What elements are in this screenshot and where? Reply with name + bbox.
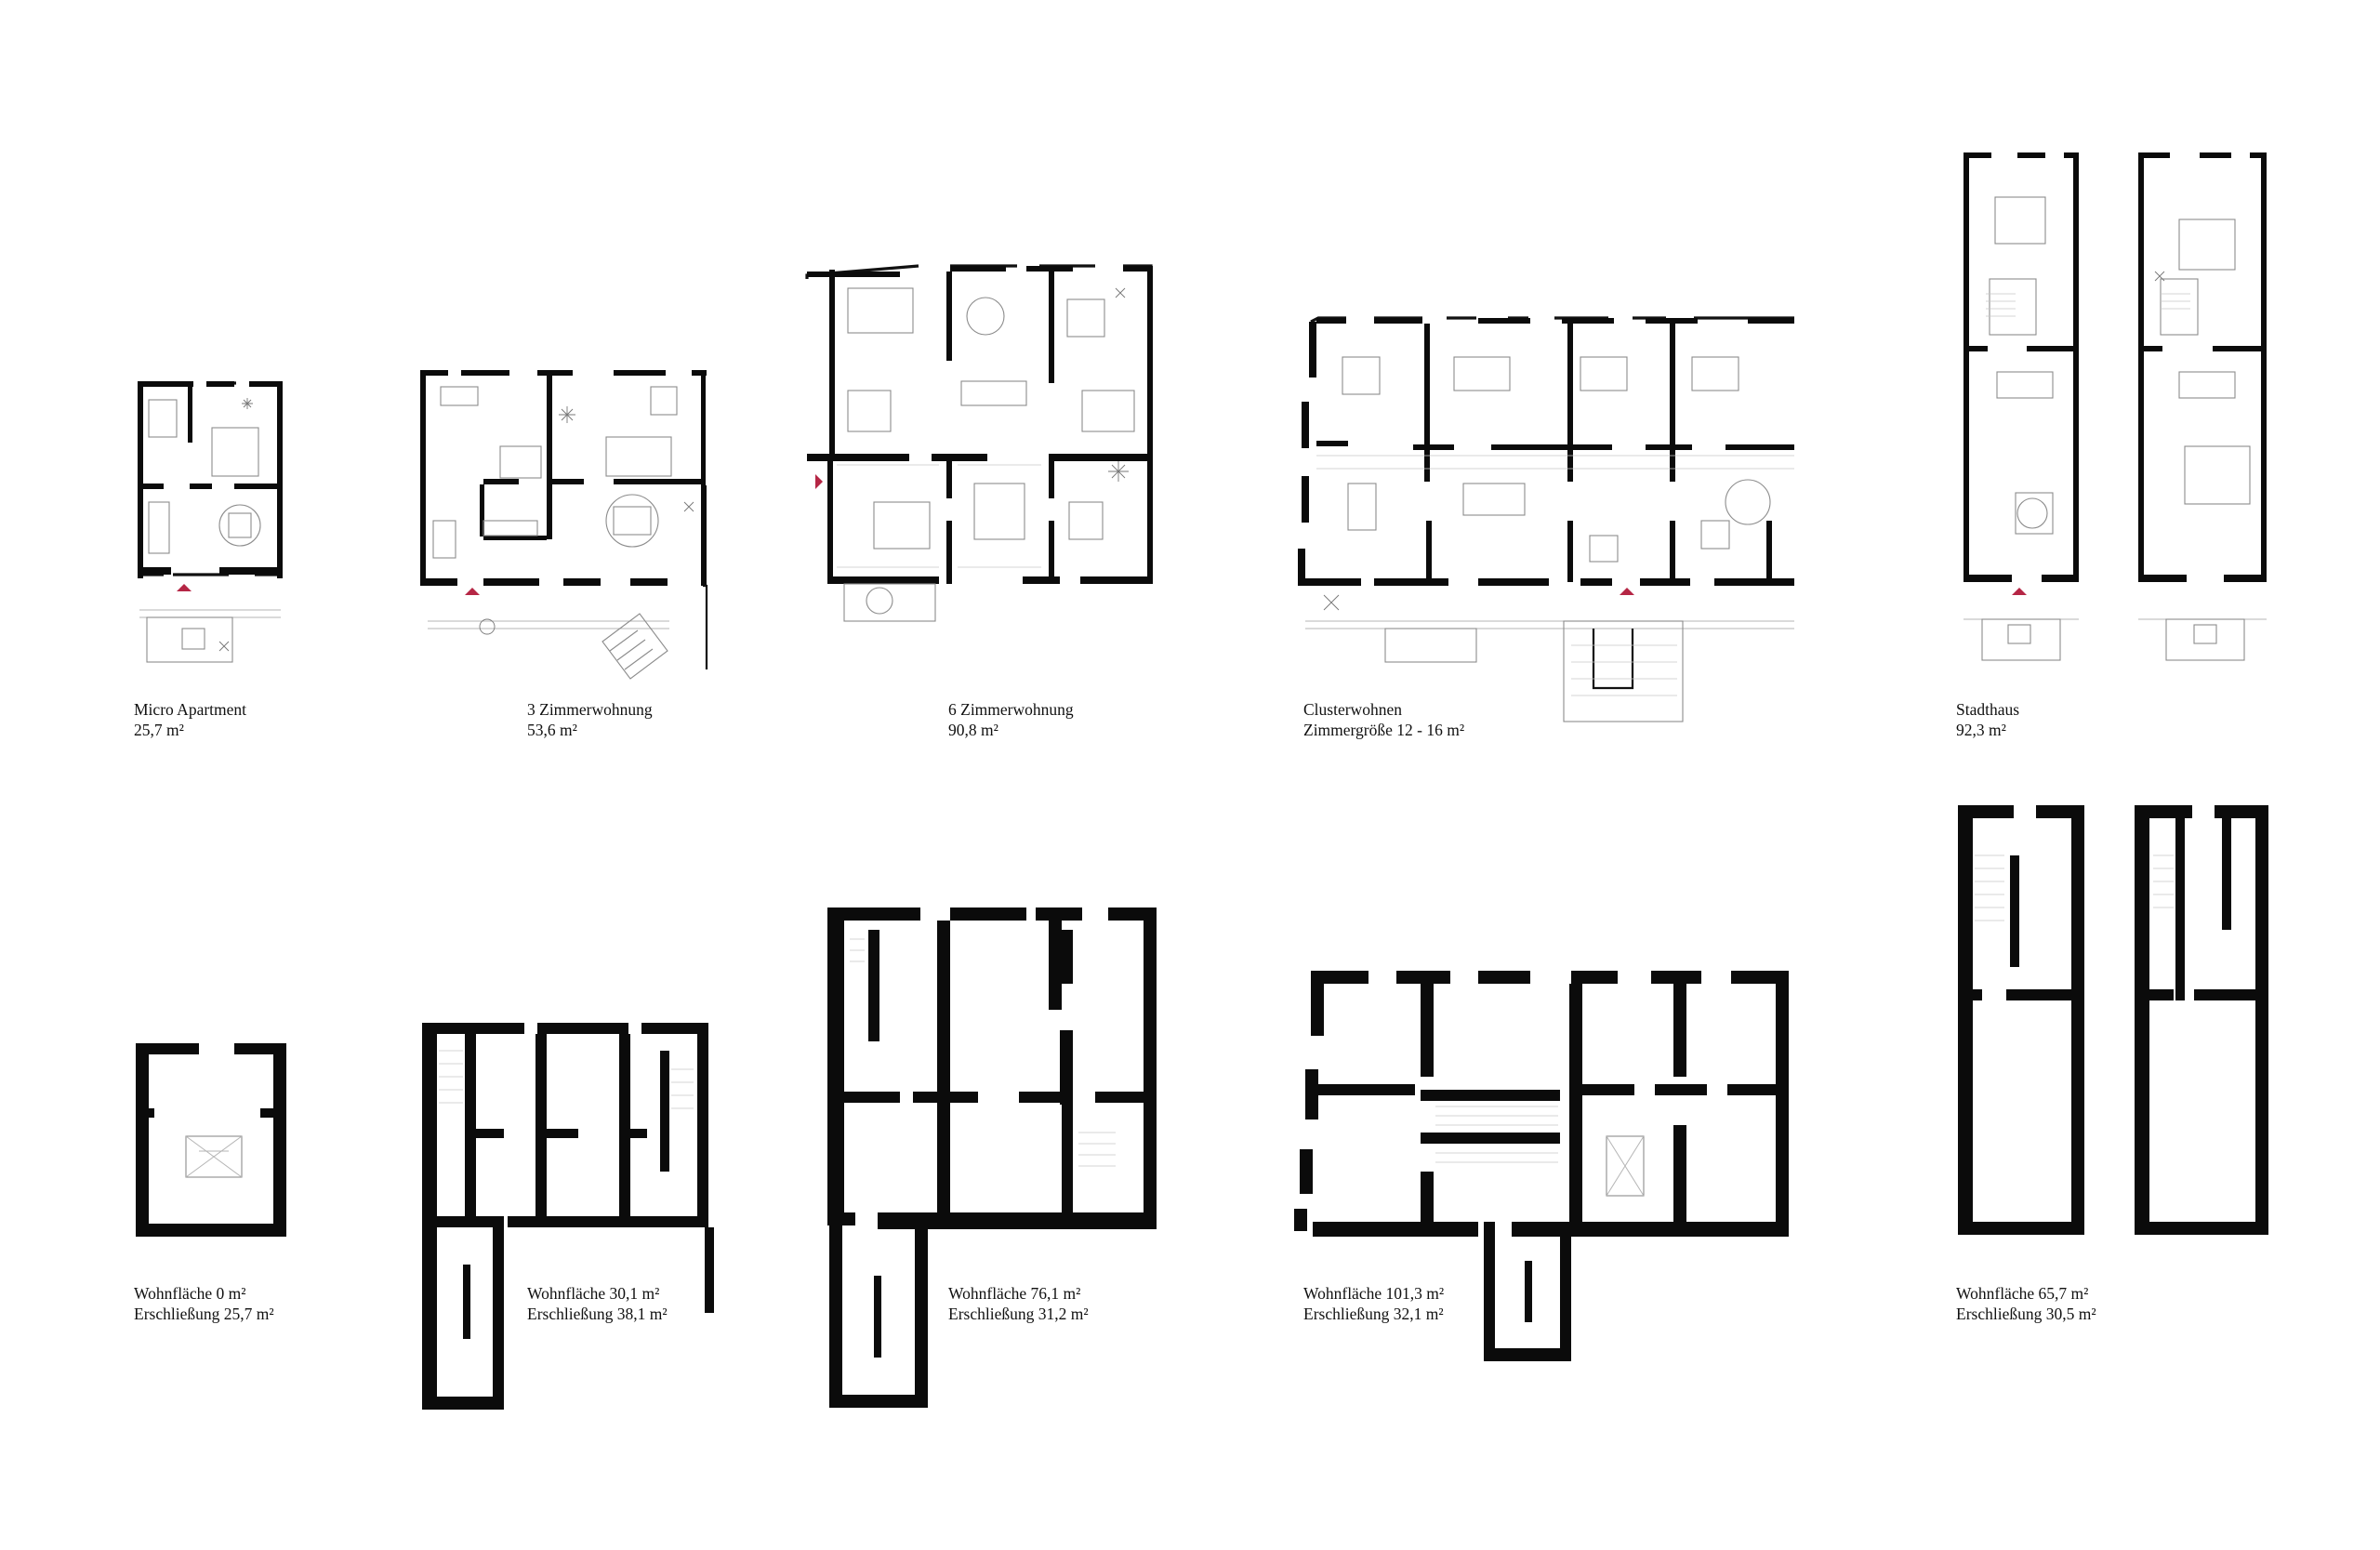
plan-title: 6 Zimmerwohnung bbox=[948, 700, 1074, 719]
plan-caption-six-room: 6 Zimmerwohnung 90,8 m² bbox=[948, 699, 1074, 740]
plan-six-room bbox=[805, 264, 1153, 622]
living-area: Wohnfläche 65,7 m² bbox=[1956, 1284, 2089, 1303]
living-area: Wohnfläche 76,1 m² bbox=[948, 1284, 1081, 1303]
living-area: Wohnfläche 0 m² bbox=[134, 1284, 246, 1303]
access-area: Erschließung 25,7 m² bbox=[134, 1305, 274, 1323]
plan-caption-cluster: Clusterwohnen Zimmergröße 12 - 16 m² bbox=[1303, 699, 1464, 740]
plan-three-room bbox=[420, 370, 708, 680]
diagram-caption-cluster: Wohnfläche 101,3 m² Erschließung 32,1 m² bbox=[1303, 1283, 1444, 1324]
diagram-caption-three-room: Wohnfläche 30,1 m² Erschließung 38,1 m² bbox=[527, 1283, 668, 1324]
plan-title: Stadthaus bbox=[1956, 700, 2020, 719]
plan-area: 53,6 m² bbox=[527, 721, 577, 739]
diagram-cluster bbox=[1294, 971, 1789, 1361]
access-area: Erschließung 31,2 m² bbox=[948, 1305, 1089, 1323]
diagram-micro-apartment bbox=[136, 1043, 286, 1237]
access-area: Erschließung 30,5 m² bbox=[1956, 1305, 2096, 1323]
plan-caption-micro-apartment: Micro Apartment 25,7 m² bbox=[134, 699, 246, 740]
plan-title: Clusterwohnen bbox=[1303, 700, 1402, 719]
plan-micro-apartment bbox=[138, 381, 283, 663]
access-area: Erschließung 32,1 m² bbox=[1303, 1305, 1444, 1323]
plan-title: Micro Apartment bbox=[134, 700, 247, 719]
diagram-caption-micro-apartment: Wohnfläche 0 m² Erschließung 25,7 m² bbox=[134, 1283, 274, 1324]
plan-title: 3 Zimmerwohnung bbox=[527, 700, 653, 719]
living-area: Wohnfläche 30,1 m² bbox=[527, 1284, 660, 1303]
living-area: Wohnfläche 101,3 m² bbox=[1303, 1284, 1445, 1303]
diagram-six-room bbox=[827, 907, 1157, 1408]
diagram-caption-stadthaus: Wohnfläche 65,7 m² Erschließung 30,5 m² bbox=[1956, 1283, 2096, 1324]
plan-caption-three-room: 3 Zimmerwohnung 53,6 m² bbox=[527, 699, 653, 740]
plan-stadthaus bbox=[1964, 152, 2267, 661]
plan-area: 90,8 m² bbox=[948, 721, 998, 739]
plan-area: 25,7 m² bbox=[134, 721, 184, 739]
plan-area: 92,3 m² bbox=[1956, 721, 2006, 739]
diagram-caption-six-room: Wohnfläche 76,1 m² Erschließung 31,2 m² bbox=[948, 1283, 1089, 1324]
diagram-stadthaus bbox=[1958, 805, 2268, 1235]
plan-caption-stadthaus: Stadthaus 92,3 m² bbox=[1956, 699, 2019, 740]
plan-cluster bbox=[1298, 316, 1794, 722]
plan-area: Zimmergröße 12 - 16 m² bbox=[1303, 721, 1465, 739]
diagram-three-room bbox=[422, 1023, 714, 1410]
access-area: Erschließung 38,1 m² bbox=[527, 1305, 668, 1323]
